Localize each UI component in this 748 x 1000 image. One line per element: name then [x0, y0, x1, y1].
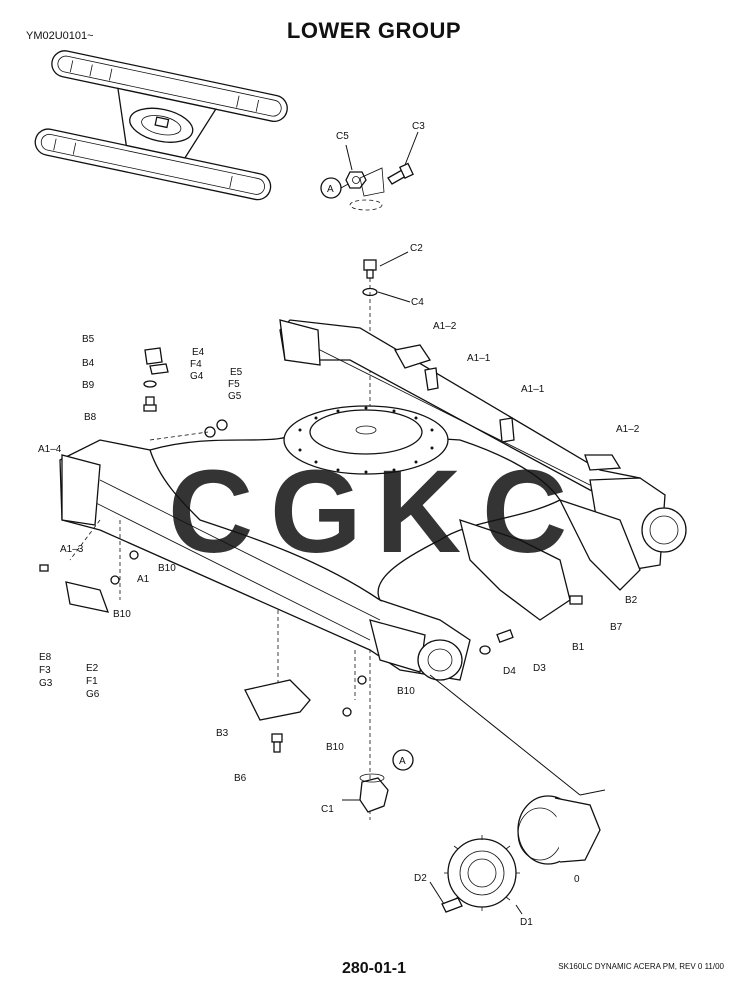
callout-d4: D4	[503, 666, 516, 677]
callout-a-bottom: A	[399, 756, 406, 767]
center-bolt-stack	[362, 251, 411, 820]
callout-e4: E4	[192, 347, 205, 358]
callout-a1-2-left: A1–2	[433, 321, 457, 332]
callout-a-top: A	[327, 184, 334, 195]
callout-b7: B7	[610, 622, 623, 633]
callout-e5: E5	[230, 367, 243, 378]
callout-b10-b: B10	[113, 609, 131, 620]
callout-labels: C5 C3 A C2 C4 A1–2 A1–1 A1–1 A1–2 B5 B4 …	[38, 121, 640, 928]
callout-b1: B1	[572, 642, 585, 653]
callout-c5: C5	[336, 131, 349, 142]
callout-g4: G4	[190, 371, 204, 382]
callout-b9: B9	[82, 380, 95, 391]
callout-d1: D1	[520, 917, 533, 928]
callout-f4: F4	[190, 359, 202, 370]
callout-a1-3: A1–3	[60, 544, 84, 555]
callout-b5: B5	[82, 334, 95, 345]
callout-g6: G6	[86, 689, 100, 700]
callout-c4: C4	[411, 297, 424, 308]
undercarriage-thumbnail	[34, 50, 288, 201]
track-guards	[459, 498, 641, 621]
callout-a1: A1	[137, 574, 150, 585]
drawing-code: YM02U0101~	[26, 30, 94, 42]
page-title: LOWER GROUP	[286, 18, 462, 43]
callout-c2: C2	[410, 243, 423, 254]
callout-b8: B8	[84, 412, 97, 423]
watermark-letter-c1: C	[168, 446, 253, 578]
watermark: C G K C	[168, 446, 567, 578]
callout-b4: B4	[82, 358, 95, 369]
callout-c1: C1	[321, 804, 334, 815]
callout-b6: B6	[234, 773, 247, 784]
detail-a-upper	[320, 131, 419, 211]
callout-b2: B2	[625, 595, 638, 606]
callout-b10-a: B10	[158, 563, 176, 574]
callout-a1-1-right: A1–1	[521, 384, 545, 395]
callout-f1: F1	[86, 676, 98, 687]
callout-g5: G5	[228, 391, 242, 402]
callout-a1-4: A1–4	[38, 444, 62, 455]
watermark-letter-c2: C	[482, 446, 567, 578]
callout-b10-c: B10	[397, 686, 415, 697]
callout-a1-1-left: A1–1	[467, 353, 491, 364]
watermark-letter-k: K	[376, 446, 461, 578]
callout-b3: B3	[216, 728, 229, 739]
page-number: 280-01-1	[341, 960, 407, 977]
callout-d3: D3	[533, 663, 546, 674]
callout-f5: F5	[228, 379, 240, 390]
callout-g3: G3	[39, 678, 53, 689]
watermark-letter-g: G	[270, 446, 362, 578]
callout-c3: C3	[412, 121, 425, 132]
callout-b10-d: B10	[326, 742, 344, 753]
callout-a1-2-right: A1–2	[616, 424, 640, 435]
callout-f3: F3	[39, 665, 51, 676]
callout-d2: D2	[414, 873, 427, 884]
model-revision: SK160LC DYNAMIC ACERA PM, REV 0 11/00	[558, 962, 724, 971]
callout-e8: E8	[39, 652, 52, 663]
travel-motor-group	[429, 795, 601, 915]
swivel-joint-detail	[342, 749, 414, 813]
lower-frame	[59, 319, 687, 796]
callout-e2: E2	[86, 663, 99, 674]
callout-motor-0: 0	[574, 874, 580, 885]
hardware-parts	[39, 347, 583, 753]
